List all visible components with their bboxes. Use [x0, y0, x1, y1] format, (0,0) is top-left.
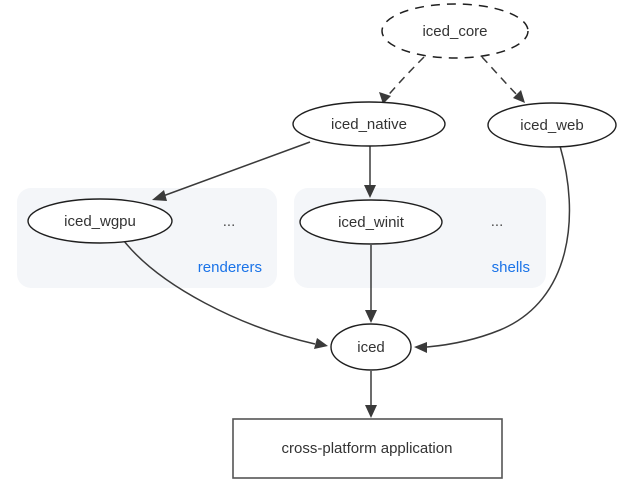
node-iced-wgpu-shape[interactable]: [27, 198, 173, 244]
node-iced-core[interactable]: iced_core: [381, 3, 529, 59]
node-iced-web-label: iced_web: [520, 117, 583, 134]
edge-iced-core-to-iced-web: [481, 56, 525, 103]
edge-iced-wgpu-to-iced-arrow: [314, 338, 328, 349]
node-iced-native-label: iced_native: [331, 116, 407, 133]
edge-iced-winit-to-iced-arrow: [365, 310, 377, 323]
node-application-label: cross-platform application: [282, 440, 453, 457]
node-application[interactable]: cross-platform application: [232, 418, 503, 479]
node-iced-core-label: iced_core: [422, 23, 487, 40]
edge-iced-web-to-iced-line: [426, 145, 571, 348]
node-iced-native-shape[interactable]: [292, 101, 446, 147]
edge-iced-to-application: [365, 371, 377, 418]
node-iced-web-shape[interactable]: [487, 102, 617, 148]
cluster-renderers-label: renderers: [198, 259, 262, 276]
edge-iced-winit-to-iced: [365, 245, 377, 323]
node-iced-core-shape[interactable]: [381, 3, 529, 59]
node-application-shape[interactable]: [232, 418, 503, 479]
edge-iced-web-to-iced-arrow: [414, 342, 427, 353]
edge-iced-core-to-iced-native: [379, 56, 425, 104]
edge-iced-native-to-iced-wgpu: [152, 141, 311, 201]
edge-iced-web-to-iced: [414, 145, 571, 353]
edge-iced-core-to-iced-native-arrow: [379, 92, 391, 104]
edge-iced-native-to-iced-winit-arrow: [364, 185, 376, 198]
node-iced-winit[interactable]: iced_winit: [299, 199, 443, 245]
node-iced-winit-label: iced_winit: [338, 214, 405, 231]
edge-iced-to-application-arrow: [365, 405, 377, 418]
edge-iced-core-to-iced-web-arrow: [513, 90, 525, 103]
node-iced-native[interactable]: iced_native: [292, 101, 446, 147]
edge-iced-core-to-iced-native-line: [384, 56, 425, 100]
edge-iced-core-to-iced-web-line: [481, 56, 522, 100]
edge-iced-native-to-iced-wgpu-line: [162, 141, 311, 197]
node-iced-winit-shape[interactable]: [299, 199, 443, 245]
node-iced-web[interactable]: iced_web: [487, 102, 617, 148]
edge-iced-wgpu-to-iced: [123, 240, 328, 349]
cluster-shells-label: shells: [492, 259, 530, 276]
edge-iced-wgpu-to-iced-line: [123, 240, 316, 345]
node-iced[interactable]: iced: [330, 323, 412, 371]
edge-iced-native-to-iced-wgpu-arrow: [152, 190, 167, 201]
node-iced-wgpu[interactable]: iced_wgpu: [27, 198, 173, 244]
node-iced-label: iced: [357, 339, 385, 356]
cluster-shells-ellipsis: ...: [491, 213, 504, 230]
cluster-renderers-ellipsis: ...: [223, 213, 236, 230]
node-iced-shape[interactable]: [330, 323, 412, 371]
node-iced-wgpu-label: iced_wgpu: [64, 213, 136, 230]
edge-iced-native-to-iced-winit: [364, 146, 376, 198]
